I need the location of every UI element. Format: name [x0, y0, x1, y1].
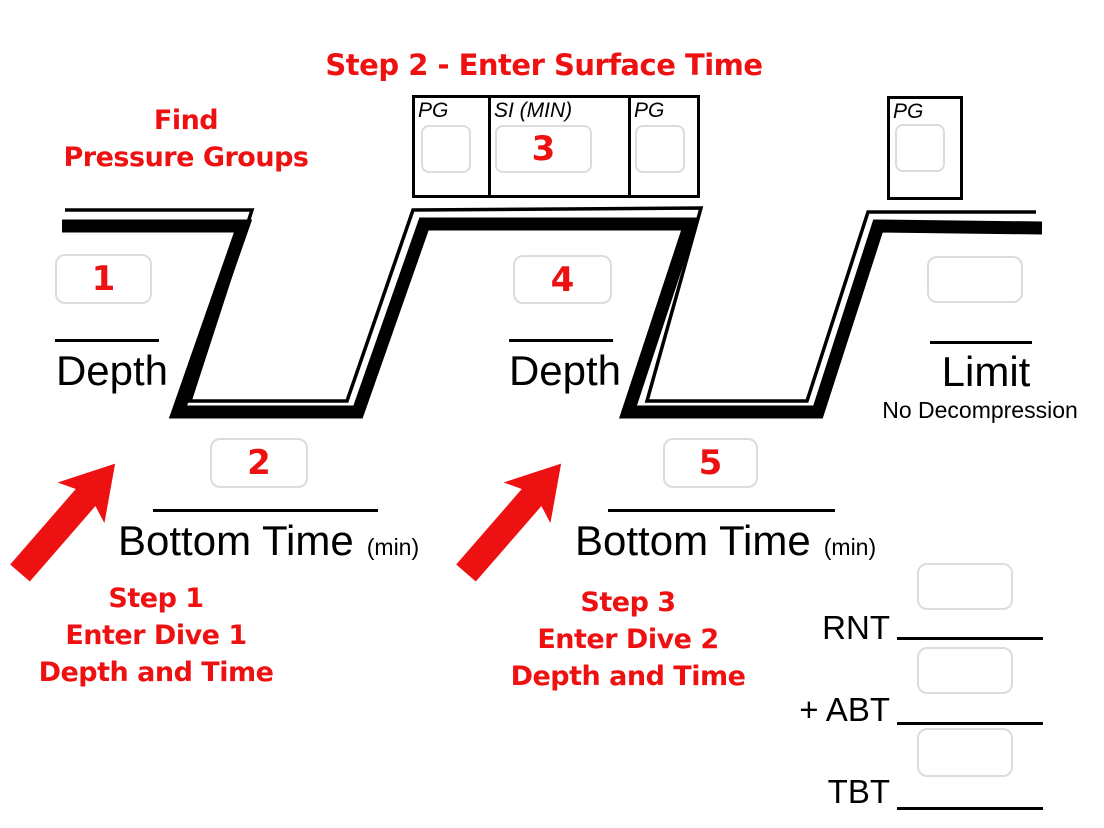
rnt-label: RNT	[822, 609, 890, 646]
step1-arrow-icon	[10, 463, 116, 582]
ndl-rule	[930, 341, 1032, 344]
dive1-depth-label: Depth	[55, 347, 169, 394]
dive1-bottom-time-rule	[153, 509, 378, 512]
ndl-input[interactable]	[927, 256, 1023, 303]
tbt-rule	[897, 807, 1043, 810]
pg-after-input[interactable]	[635, 125, 685, 173]
step3-line3: Depth and Time	[510, 661, 746, 692]
step3-arrow-icon	[456, 463, 562, 582]
dive1-depth-rule	[55, 339, 159, 342]
page-title: Step 2 - Enter Surface Time	[325, 48, 763, 82]
tbt-input[interactable]	[917, 728, 1013, 777]
dive2-depth-rule	[509, 339, 613, 342]
surface-interval-cell: SI (MIN) 3	[488, 98, 631, 195]
dive1-depth-input[interactable]: 1	[55, 254, 152, 304]
find-pressure-groups-line2: Pressure Groups	[63, 142, 309, 173]
dive2-bottom-time-unit: (min)	[823, 534, 877, 560]
pg-final-box: PG	[887, 96, 963, 200]
pg-final-label: PG	[893, 100, 924, 123]
step3-line2: Enter Dive 2	[537, 624, 719, 655]
pg-after-cell: PG	[631, 98, 697, 195]
dive2-bottom-time-rule	[608, 509, 835, 512]
dive2-bottom-time-label: Bottom Time (min)	[575, 517, 876, 565]
dive2-depth-input[interactable]: 4	[513, 255, 612, 304]
surface-interval-table: PG SI (MIN) 3 PG	[412, 95, 700, 198]
dive2-bottom-time-text: Bottom Time	[575, 517, 811, 564]
rnt-rule	[897, 637, 1043, 640]
step1-line3: Depth and Time	[38, 657, 274, 688]
rnt-input[interactable]	[917, 563, 1013, 610]
dive1-bottom-time-input[interactable]: 2	[210, 438, 308, 488]
surface-interval-label: SI (MIN)	[494, 99, 573, 122]
ndl-limit-label: Limit	[941, 348, 1031, 395]
pg-before-cell: PG	[415, 98, 488, 195]
abt-input[interactable]	[917, 647, 1013, 694]
step3-line1: Step 3	[580, 587, 676, 618]
pg-final-input[interactable]	[895, 124, 945, 172]
step1-note: Step 1 Enter Dive 1 Depth and Time	[20, 580, 292, 691]
dive-profile-line-thick	[62, 217, 1043, 419]
dive1-bottom-time-text: Bottom Time	[118, 517, 354, 564]
dive1-bottom-time-label: Bottom Time (min)	[118, 517, 419, 565]
step3-note: Step 3 Enter Dive 2 Depth and Time	[492, 584, 764, 695]
surface-interval-input[interactable]: 3	[495, 125, 592, 173]
abt-label: + ABT	[799, 691, 890, 728]
pg-before-label: PG	[418, 99, 449, 122]
step1-line2: Enter Dive 1	[65, 620, 247, 651]
dive2-depth-label: Depth	[508, 347, 622, 394]
abt-rule	[897, 722, 1043, 725]
dive2-bottom-time-input[interactable]: 5	[663, 438, 758, 488]
dive1-bottom-time-unit: (min)	[366, 534, 420, 560]
find-pressure-groups-line1: Find	[153, 105, 219, 136]
tbt-label: TBT	[827, 773, 890, 810]
pg-before-input[interactable]	[421, 125, 471, 173]
pg-after-label: PG	[634, 99, 665, 122]
ndl-sublabel: No Decompression	[882, 397, 1078, 423]
step1-line1: Step 1	[108, 583, 204, 614]
find-pressure-groups-note: Find Pressure Groups	[30, 102, 342, 176]
